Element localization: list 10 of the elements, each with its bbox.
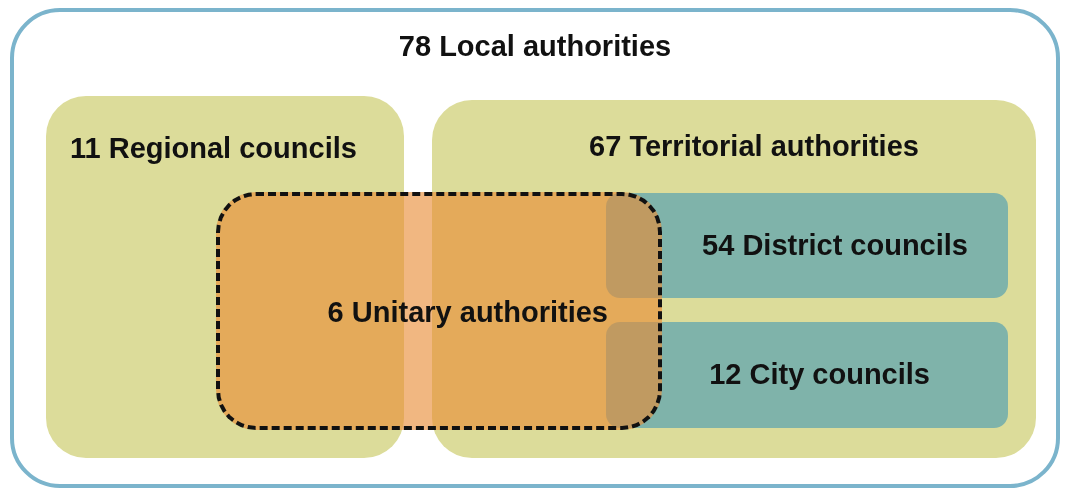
group-box <box>606 322 1008 428</box>
overlap-region <box>216 192 662 430</box>
group-label: 54 District councils <box>701 229 969 262</box>
group-label: 6 Unitary authorities <box>326 296 609 329</box>
group-label: 78 Local authorities <box>397 30 673 63</box>
group-label: 11 Regional councils <box>70 132 358 165</box>
outer-region <box>10 8 1060 488</box>
group-label: 67 Territorial authorities <box>588 130 920 163</box>
group-label: 12 City councils <box>708 358 931 391</box>
group-box <box>606 193 1008 298</box>
